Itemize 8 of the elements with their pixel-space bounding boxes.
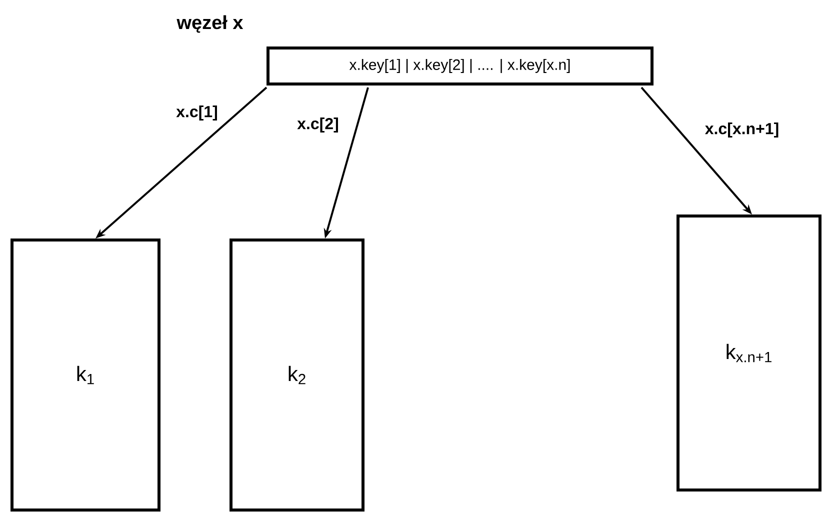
edge-label: x.c[x.n+1] (704, 122, 780, 138)
edge-label: x.c[2] (296, 116, 340, 134)
edge-label: x.c[1] (175, 104, 219, 122)
child-box: k$_{2}$ (230, 238, 364, 512)
child-box: k$_{1}$ (10, 238, 160, 512)
title: węzeł x (176, 15, 244, 33)
child-box: k$_{x.n+1}$ (676, 214, 822, 492)
key-box: x.key[1] | x.key[2] | .... | x.key[x.n] (266, 46, 654, 86)
